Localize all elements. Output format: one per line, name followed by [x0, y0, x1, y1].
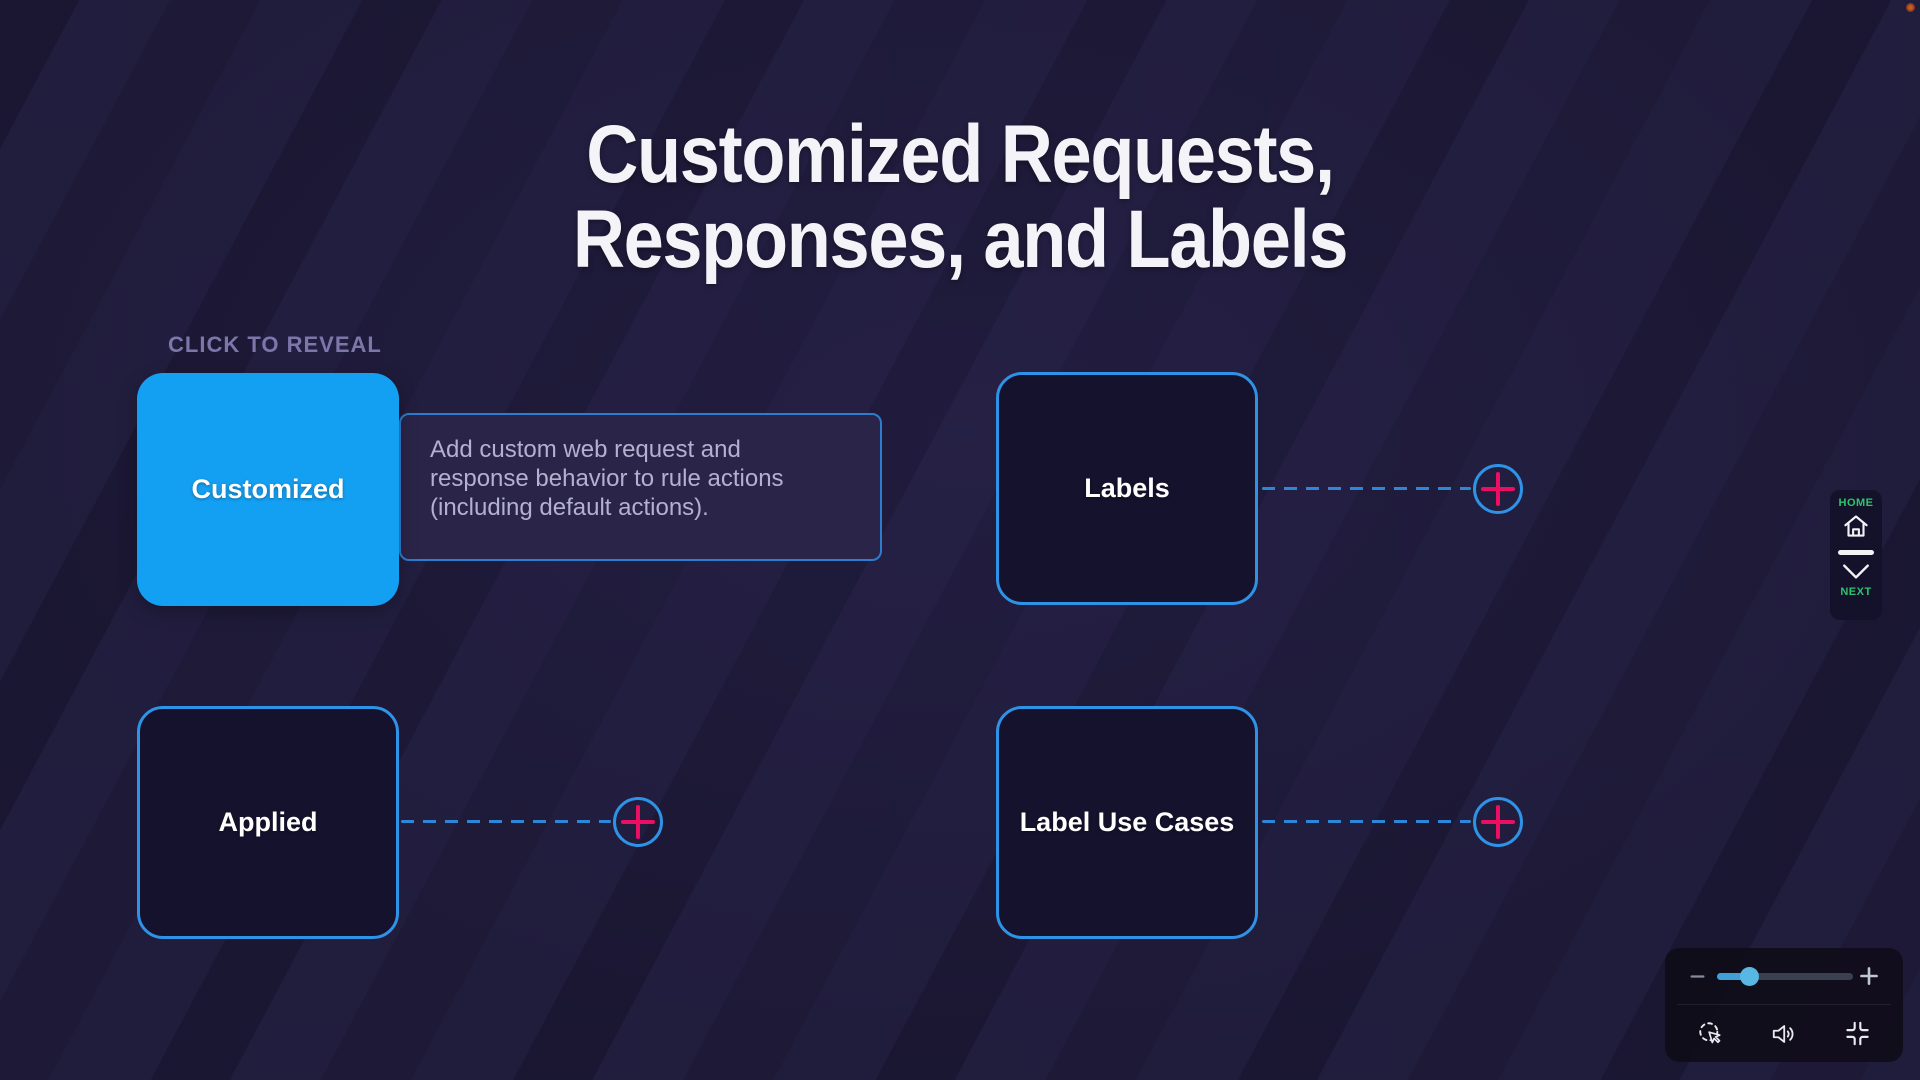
- nav-divider: [1838, 550, 1874, 555]
- page-title-line1: Customized Requests,: [586, 109, 1335, 200]
- reveal-text-line: Add custom web request and: [430, 436, 741, 463]
- compress-icon: [1846, 1021, 1869, 1046]
- highlight-clicks-button[interactable]: [1697, 1020, 1724, 1047]
- next-slide-button[interactable]: [1840, 563, 1872, 580]
- plus-reveal-button-labels[interactable]: [1473, 464, 1523, 514]
- chevron-down-icon: [1843, 564, 1869, 579]
- connector-applied: [401, 820, 611, 823]
- reveal-text-line: response behavior to rule actions: [430, 465, 784, 492]
- zoom-in-button[interactable]: [1858, 965, 1880, 987]
- zoom-out-button[interactable]: [1689, 968, 1706, 985]
- minus-icon: [1690, 975, 1705, 978]
- card-customized[interactable]: Customized: [137, 373, 399, 606]
- next-label[interactable]: NEXT: [1840, 586, 1872, 598]
- home-button[interactable]: [1841, 511, 1871, 541]
- player-divider: [1677, 1004, 1891, 1005]
- zoom-slider-fill: [1717, 973, 1753, 980]
- player-control-bar: [1665, 948, 1903, 1062]
- connector-label-use-cases: [1262, 820, 1471, 823]
- page-title-line2: Responses, and Labels: [572, 194, 1349, 285]
- side-nav-widget: HOME NEXT: [1830, 490, 1882, 620]
- indicator-dot: [1906, 3, 1915, 12]
- volume-icon: [1772, 1024, 1794, 1043]
- plus-icon: [1860, 967, 1878, 985]
- card-labels-label: Labels: [1084, 473, 1170, 503]
- home-label: HOME: [1838, 497, 1874, 509]
- house-icon: [1844, 515, 1868, 537]
- cursor-click-icon: [1699, 1022, 1721, 1044]
- card-label-use-cases[interactable]: Label Use Cases: [996, 706, 1258, 939]
- shrink-button[interactable]: [1844, 1020, 1871, 1047]
- card-customized-label: Customized: [191, 474, 345, 504]
- zoom-slider-thumb[interactable]: [1739, 967, 1759, 986]
- page-title: Customized Requests, Responses, and Labe…: [115, 112, 1805, 282]
- card-labels[interactable]: Labels: [996, 372, 1258, 605]
- reveal-text-line: (including default actions).: [430, 494, 709, 521]
- card-applied-label: Applied: [218, 807, 318, 837]
- plus-reveal-button-applied[interactable]: [613, 797, 663, 847]
- connector-labels: [1262, 487, 1471, 490]
- click-to-reveal-hint: CLICK TO REVEAL: [168, 332, 382, 357]
- plus-reveal-button-label-use-cases[interactable]: [1473, 797, 1523, 847]
- player-icons-row: [1665, 1005, 1903, 1062]
- card-label-use-cases-label: Label Use Cases: [1019, 807, 1235, 837]
- volume-button[interactable]: [1770, 1021, 1798, 1047]
- card-applied[interactable]: Applied: [137, 706, 399, 939]
- zoom-slider-row: [1665, 948, 1903, 1005]
- zoom-slider[interactable]: [1717, 967, 1853, 986]
- customized-reveal-panel: Add custom web request and response beha…: [399, 413, 882, 561]
